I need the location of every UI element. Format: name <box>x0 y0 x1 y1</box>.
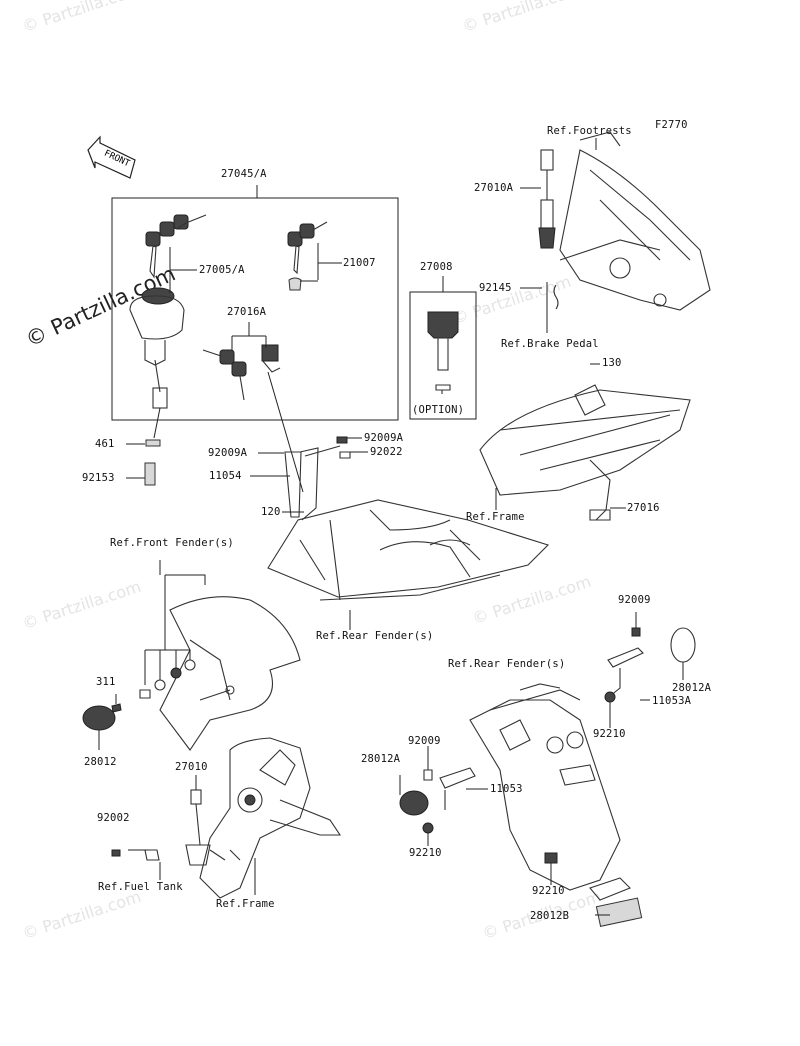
reflector-round-icon <box>82 705 116 731</box>
label-92210: 92210 <box>532 885 565 897</box>
option-key-box <box>409 291 477 420</box>
label-92009: 92009 <box>618 594 651 606</box>
label-92002: 92002 <box>97 812 130 824</box>
label-28012: 28012 <box>84 756 117 768</box>
label-92145: 92145 <box>479 282 512 294</box>
label-28012B: 28012B <box>530 910 570 922</box>
label-27010: 27010 <box>175 761 208 773</box>
reflector-round-icon <box>399 790 429 816</box>
option-caption: (OPTION) <box>412 404 465 416</box>
front-fender-icon <box>159 596 301 751</box>
label-11054: 11054 <box>209 470 242 482</box>
ignition-set-box <box>111 197 399 421</box>
label-27010A: 27010A <box>474 182 514 194</box>
label-ref-footrests: Ref.Footrests <box>547 125 632 137</box>
label-311: 311 <box>96 676 116 688</box>
label-92153: 92153 <box>82 472 115 484</box>
footrest-bracket-icon <box>559 131 711 311</box>
label-92210: 92210 <box>593 728 626 740</box>
screw-set-icon <box>111 659 196 713</box>
label-92210: 92210 <box>409 847 442 859</box>
label-ref-front-fender: Ref.Front Fender(s) <box>110 537 234 549</box>
label-11053A: 11053A <box>652 695 692 707</box>
bolt-icon <box>144 462 156 486</box>
ignition-switch-icon <box>129 287 185 447</box>
license-plate-holder-icon <box>469 683 621 891</box>
bracket-icon <box>284 445 341 521</box>
label-92009A: 92009A <box>208 447 248 459</box>
front-arrow-icon: FRONT <box>87 135 136 179</box>
key-icon <box>287 221 328 291</box>
label-461: 461 <box>95 438 115 450</box>
key-icon <box>427 311 459 394</box>
label-28012A: 28012A <box>672 682 712 694</box>
reflector-round-icon <box>670 627 696 663</box>
label-ref-rear-fender: Ref.Rear Fender(s) <box>448 658 566 670</box>
label-ref-fuel-tank: Ref.Fuel Tank <box>98 881 183 893</box>
label-ref-brake-pedal: Ref.Brake Pedal <box>501 338 599 350</box>
front-footrest-bracket-icon <box>199 737 342 899</box>
label-120: 120 <box>261 506 281 518</box>
label-27008: 27008 <box>420 261 453 273</box>
label-92009A: 92009A <box>364 432 404 444</box>
label-11053: 11053 <box>490 783 523 795</box>
label-27016: 27016 <box>627 502 660 514</box>
key-icon <box>145 214 207 279</box>
label-27045: 27045/A <box>221 168 267 180</box>
label-27016A: 27016A <box>227 306 267 318</box>
label-28012A: 28012A <box>361 753 401 765</box>
label-27005: 27005/A <box>199 264 245 276</box>
label-ref-frame: Ref.Frame <box>216 898 275 910</box>
sensor-icon <box>538 149 559 310</box>
diagram-code: F2770 <box>655 119 688 131</box>
rear-frame-icon <box>479 384 691 521</box>
reflector-rectangular-icon <box>589 877 643 927</box>
sensor-switch-icon <box>144 789 211 866</box>
key-icon <box>202 344 281 401</box>
reflector-bracket-icon <box>607 647 644 697</box>
label-92009: 92009 <box>408 735 441 747</box>
label-130: 130 <box>602 357 622 369</box>
label-21007: 21007 <box>343 257 376 269</box>
label-ref-frame: Ref.Frame <box>466 511 525 523</box>
rear-fender-inner-icon <box>267 499 550 601</box>
label-92022: 92022 <box>370 446 403 458</box>
label-ref-rear-fender: Ref.Rear Fender(s) <box>316 630 434 642</box>
reflector-bracket-icon <box>439 767 476 810</box>
